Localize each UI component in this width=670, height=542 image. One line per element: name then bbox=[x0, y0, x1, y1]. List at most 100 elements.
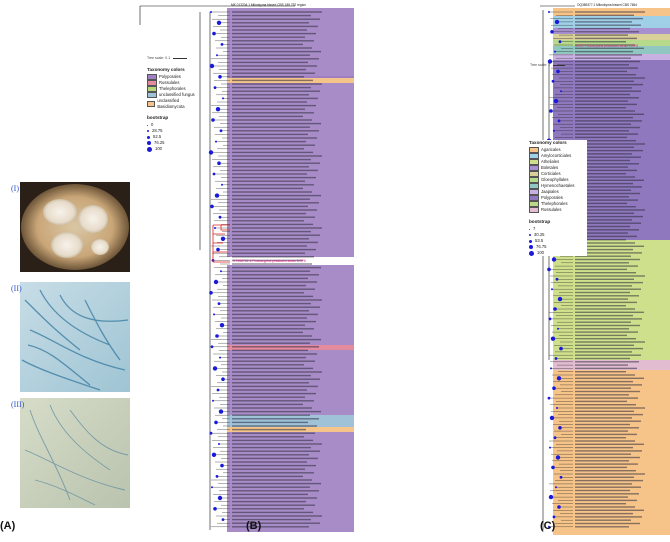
legend-b-label-4: unclassified Basidiomycota bbox=[157, 98, 185, 109]
tree-b-leaf-label bbox=[232, 443, 322, 445]
tree-b-leaf-label bbox=[232, 425, 317, 427]
tree-b-leaf-label bbox=[232, 446, 311, 449]
tree-c-leaf-label bbox=[575, 54, 642, 56]
panel-label-c: (C) bbox=[540, 520, 556, 532]
tree-c-leaf-label bbox=[575, 143, 645, 145]
tree-b-leaf-label bbox=[232, 508, 304, 510]
tree-b-leaf-label bbox=[232, 407, 312, 409]
tree-b-leaf-label bbox=[232, 194, 321, 197]
tree-b-leaf-label bbox=[232, 522, 320, 524]
tree-c-leaf-label bbox=[575, 50, 633, 53]
tree-c-leaf-label bbox=[575, 136, 627, 139]
tree-b-bootstrap-node bbox=[210, 11, 212, 13]
tree-c-leaf-label bbox=[575, 489, 630, 492]
tree-b-legend: Taxonomy colors Polyporales Russulales T… bbox=[147, 67, 197, 152]
sublabel-ii: (II) bbox=[11, 284, 22, 293]
tree-c-leaf-label bbox=[575, 11, 645, 13]
tree-c-leaf-label bbox=[575, 120, 642, 122]
tree-c-bootstrap-node bbox=[559, 475, 563, 479]
clade-band-blue bbox=[227, 415, 354, 427]
tree-c-leaf-label bbox=[575, 252, 642, 254]
tree-c-leaf-label bbox=[575, 248, 633, 251]
tree-c-leaf-label bbox=[575, 281, 643, 284]
tree-b-leaf-label bbox=[232, 349, 308, 352]
tree-c-bootstrap-node bbox=[554, 50, 556, 53]
tree-c-bootstrap-node bbox=[556, 69, 560, 74]
tree-c-leaf-label bbox=[575, 196, 629, 198]
tree-c-leaf-label bbox=[575, 41, 626, 43]
tree-b-leaf-label bbox=[232, 281, 317, 283]
tree-b-leaf-label bbox=[232, 86, 311, 89]
tree-b-leaf-label bbox=[232, 245, 307, 247]
photo-micrograph-2 bbox=[20, 398, 130, 508]
tree-b-bootstrap-node bbox=[219, 129, 223, 133]
legend-c-item-6: Hymenochaetales bbox=[529, 183, 587, 189]
legend-c-label-5: Gloeophyllales bbox=[541, 177, 569, 182]
tree-c-leaf-label bbox=[575, 470, 636, 472]
tree-c-leaf-label bbox=[575, 321, 631, 323]
tree-c-leaf-label bbox=[575, 24, 641, 26]
legend-b-swatch-1 bbox=[147, 80, 157, 86]
tree-c-leaf-label bbox=[575, 272, 636, 274]
tree-c-leaf-label bbox=[575, 192, 640, 195]
tree-b-leaf-label bbox=[232, 133, 308, 136]
tree-b-bootstrap-node bbox=[210, 204, 214, 209]
tree-b-leaf-label bbox=[232, 151, 313, 154]
tree-b-leaf-label bbox=[232, 338, 321, 341]
tree-b-leaf-label bbox=[232, 169, 318, 172]
bootstrap-dot-icon bbox=[147, 146, 152, 152]
tree-c-bootstrap-node bbox=[548, 11, 550, 13]
legend-c-swatch-2 bbox=[529, 159, 539, 165]
colony-2 bbox=[78, 205, 108, 233]
tree-c-leaf-label bbox=[575, 318, 642, 320]
tree-c-leaf-label bbox=[575, 295, 639, 297]
tree-b-leaf-label bbox=[232, 144, 315, 146]
legend-b-label-1: Russulales bbox=[159, 80, 180, 85]
tree-b-leaf-label bbox=[232, 292, 304, 294]
tree-c-leaf-label bbox=[575, 298, 628, 300]
legend-c-boot-0: 7 bbox=[529, 226, 587, 232]
tree-b-bootstrap-node bbox=[214, 420, 218, 425]
bootstrap-dot-icon bbox=[529, 239, 532, 243]
legend-c-item-3: Boletales bbox=[529, 165, 587, 171]
tree-c-bootstrap-node bbox=[553, 98, 559, 104]
tree-c-leaf-label bbox=[575, 440, 635, 442]
tree-b-bootstrap-node bbox=[215, 475, 219, 478]
tree-c-bootstrap-node bbox=[548, 317, 552, 321]
tree-c-leaf-label bbox=[575, 100, 628, 102]
tree-b-bootstrap-node bbox=[209, 291, 213, 295]
tree-b-leaf-label bbox=[232, 295, 313, 298]
red-clade-branches bbox=[212, 224, 230, 263]
tree-b-leaf-label bbox=[232, 162, 320, 164]
tree-b-bootstrap-node bbox=[213, 279, 219, 285]
tree-b-leaf-label bbox=[232, 367, 313, 370]
tree-b-leaf-label bbox=[232, 439, 313, 442]
legend-c-label-4: Corticiales bbox=[541, 171, 561, 176]
legend-b-label-0: Polyporales bbox=[159, 74, 181, 79]
tree-c-bootstrap-node bbox=[550, 336, 556, 341]
tree-b-leaf-label bbox=[232, 299, 322, 301]
tree-c-leaf-label bbox=[575, 380, 633, 383]
tree-b-leaf-label bbox=[232, 436, 304, 438]
legend-c-boot-1: 30.25 bbox=[529, 232, 587, 238]
tree-c-leaf-label bbox=[575, 212, 634, 214]
legend-c-swatch-9 bbox=[529, 201, 539, 207]
bootstrap-dot-icon bbox=[529, 234, 531, 236]
legend-b-boot-2: 52.5 bbox=[147, 134, 197, 140]
tree-c-scale-label: Tree scale: 1 bbox=[530, 63, 551, 67]
tree-c-leaf-label bbox=[575, 67, 638, 69]
tree-b-bootstrap-node bbox=[217, 302, 221, 305]
tree-c-leaf-label bbox=[575, 179, 644, 181]
tree-b-bootstrap-node bbox=[221, 377, 225, 382]
tree-c-leaf-label bbox=[575, 291, 630, 294]
tree-c-leaf-label bbox=[575, 215, 643, 218]
legend-b-item-3: unclassified fungus bbox=[147, 92, 197, 98]
legend-c-label-9: Thelephorales bbox=[541, 201, 568, 206]
legend-c-boot-label-4: 100 bbox=[537, 250, 544, 255]
panel-a-photos: (I) (II) (III) bbox=[0, 0, 130, 537]
tree-c-leaf-label bbox=[575, 44, 635, 46]
tree-c-leaf-label bbox=[575, 202, 627, 205]
tree-b-leaf-label bbox=[232, 518, 311, 521]
tree-c-leaf-label bbox=[575, 361, 639, 363]
legend-c-label-3: Boletales bbox=[541, 165, 559, 170]
